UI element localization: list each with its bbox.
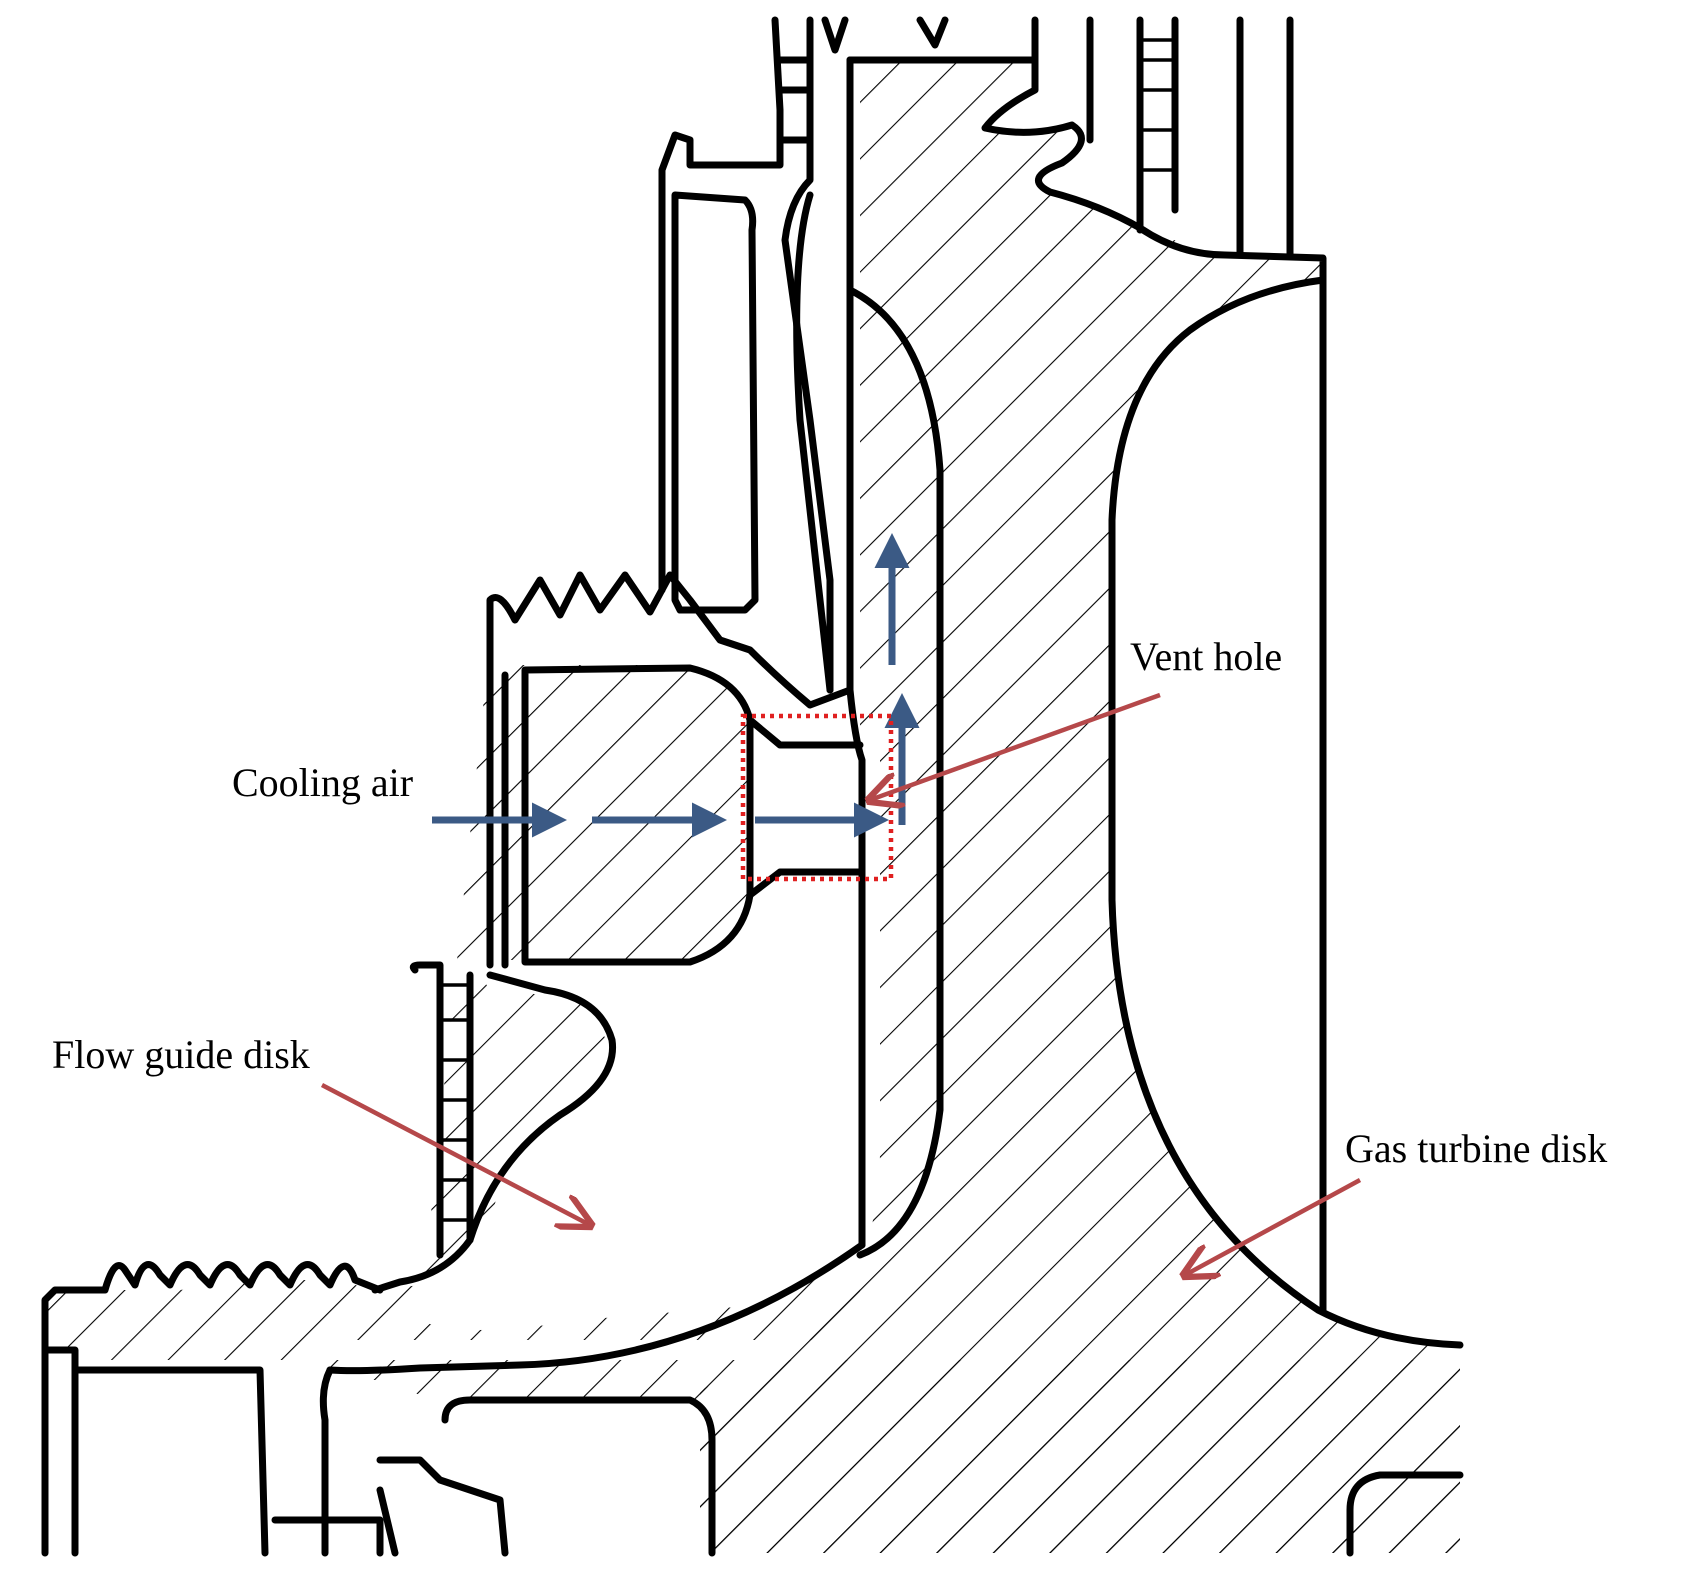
flow-guide-disk: [41, 571, 1460, 1557]
pointer-arrows: [320, 692, 1362, 1275]
flow-guide-disk-pointer: [320, 1083, 590, 1225]
vent-hole-label: Vent hole: [1130, 634, 1282, 679]
cooling-air-label: Cooling air: [232, 760, 413, 805]
gas-turbine-disk-pointer: [1185, 1178, 1362, 1275]
vent-hole-pointer: [870, 692, 1161, 800]
vent-hole-highlight-box: [740, 713, 894, 882]
flow-guide-disk-label: Flow guide disk: [52, 1032, 310, 1077]
gas-turbine-disk-label: Gas turbine disk: [1345, 1126, 1607, 1171]
blade-root-structure: [658, 16, 989, 694]
